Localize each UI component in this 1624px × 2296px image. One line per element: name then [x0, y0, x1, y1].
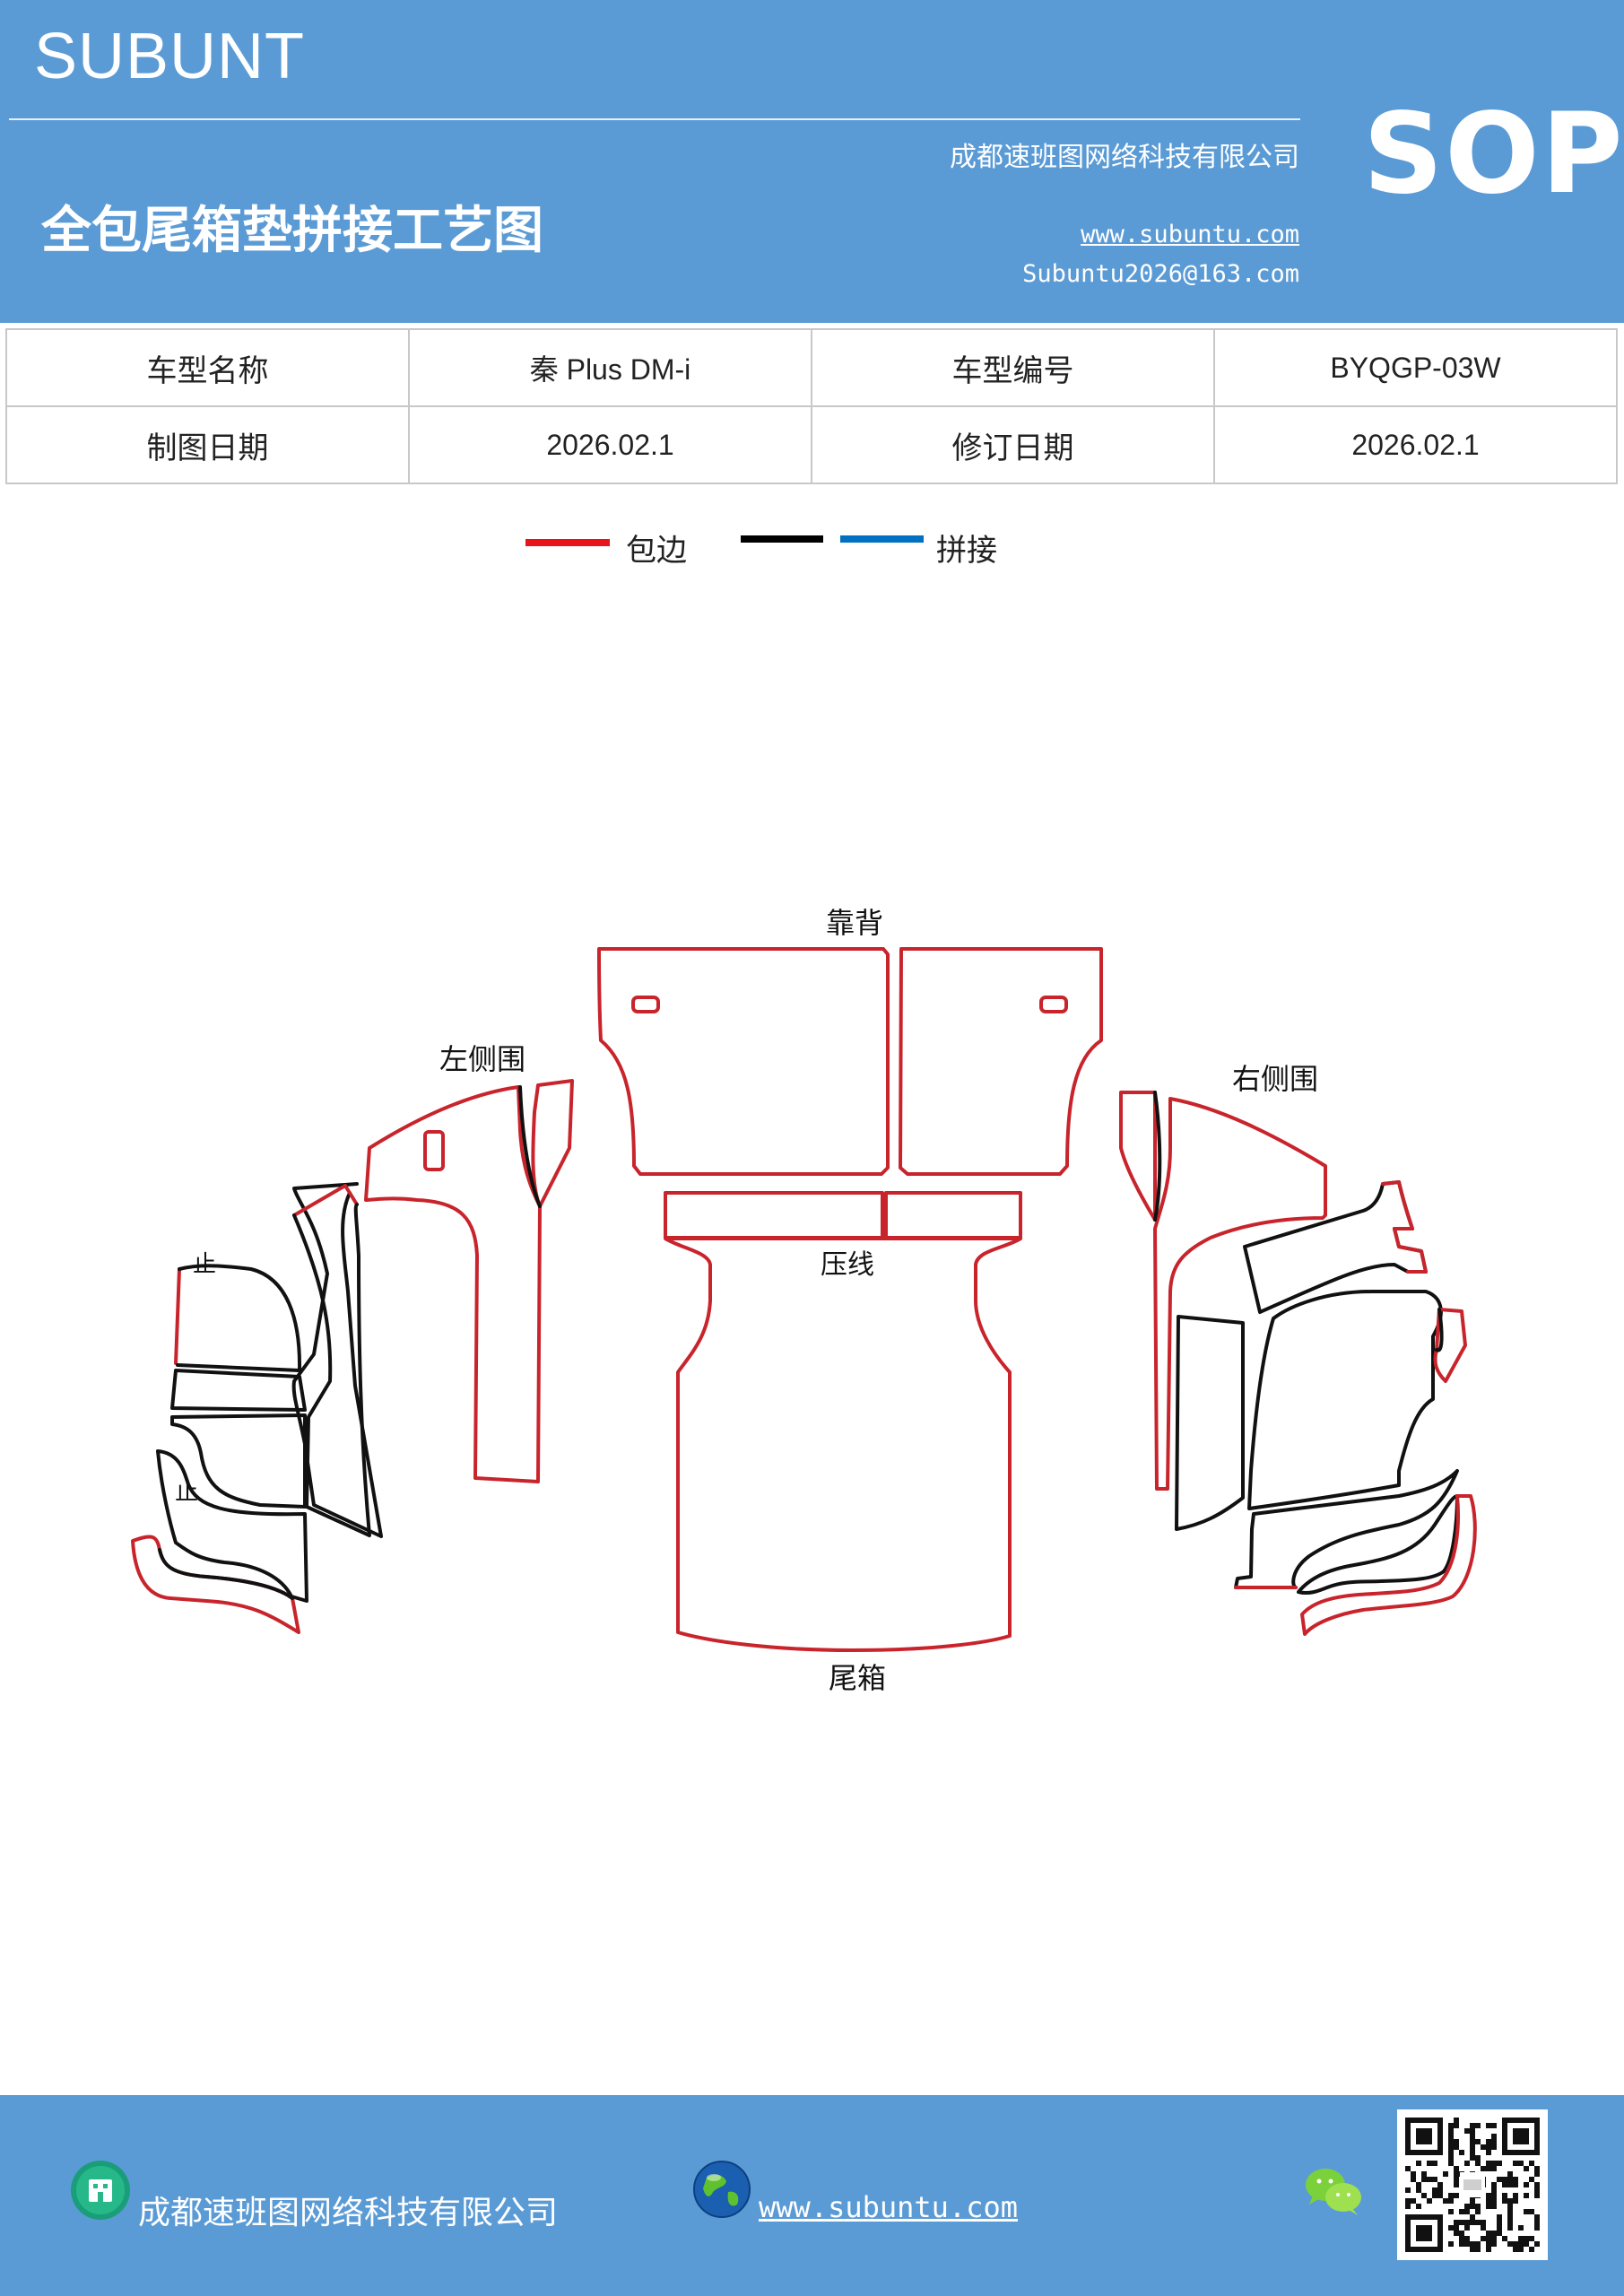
- legend-splice-label: 拼接: [936, 533, 997, 569]
- press-strip-right: [884, 1191, 1022, 1239]
- left-piece-a-edge: [174, 1267, 181, 1365]
- right-side-flap: [1119, 1091, 1157, 1222]
- left-piece-e: [131, 1535, 300, 1634]
- label-model-code: 车型编号: [811, 328, 1215, 407]
- backrest-right-panel: [899, 947, 1103, 1176]
- table-row: 车型名称 秦 Plus DM-i 车型编号 BYQGP-03W: [5, 328, 1618, 407]
- left-piece-b: [170, 1369, 307, 1412]
- header-divider: [9, 118, 1300, 120]
- footer-banner: 成都速班图网络科技有限公司 www.subuntu.com: [0, 2095, 1624, 2296]
- label-press-line: 压线: [821, 1249, 874, 1281]
- backrest-left-slot: [631, 996, 660, 1013]
- right-side-upper-panel: [1153, 1097, 1327, 1491]
- label-left-side: 左侧围: [439, 1042, 525, 1076]
- right-side-center-panel: [1247, 1290, 1443, 1510]
- building-icon: [71, 2161, 130, 2220]
- left-side-upper-panel: [364, 1085, 542, 1483]
- right-side-bottom-edge: [1300, 1494, 1477, 1636]
- right-side-left-panel: [1175, 1315, 1245, 1531]
- backrest-right-slot: [1039, 996, 1068, 1013]
- press-strip-left: [664, 1191, 884, 1239]
- label-model-name: 车型名称: [5, 328, 410, 407]
- left-side-curved-panel: [291, 1182, 383, 1538]
- left-piece-e-inner: [158, 1548, 294, 1600]
- label-draw-date: 制图日期: [5, 405, 410, 484]
- left-side-top-corner: [292, 1184, 359, 1217]
- label-stop-top: 止: [193, 1251, 216, 1278]
- sop-badge: SOP: [1363, 90, 1624, 219]
- qr-code: [1397, 2109, 1548, 2260]
- header-email: Subuntu2026@163.com: [1022, 260, 1299, 288]
- label-revision-date: 修订日期: [811, 405, 1215, 484]
- legend-edge-label: 包边: [626, 533, 687, 569]
- label-right-side: 右侧围: [1232, 1062, 1318, 1096]
- globe-icon: [693, 2161, 751, 2218]
- legend-edge-line: [525, 539, 610, 546]
- footer-company: 成都速班图网络科技有限公司: [138, 2195, 559, 2231]
- value-revision-date: 2026.02.1: [1213, 405, 1618, 484]
- header-banner: SUBUNT SOP 成都速班图网络科技有限公司 全包尾箱垫拼接工艺图 www.…: [0, 0, 1624, 323]
- left-side-seam: [518, 1085, 542, 1208]
- vehicle-info-table: 车型名称 秦 Plus DM-i 车型编号 BYQGP-03W 制图日期 202…: [5, 328, 1618, 484]
- left-side-flap: [531, 1079, 574, 1208]
- table-row: 制图日期 2026.02.1 修订日期 2026.02.1: [5, 405, 1618, 484]
- right-side-small-strip-inner: [1435, 1308, 1444, 1352]
- header-company: 成都速班图网络科技有限公司: [950, 142, 1299, 173]
- brand-name: SUBUNT: [34, 21, 306, 92]
- left-side-tall-strip: [292, 1203, 371, 1537]
- left-piece-c: [170, 1413, 307, 1509]
- label-trunk: 尾箱: [829, 1661, 886, 1695]
- right-side-angle-edge: [1381, 1180, 1428, 1274]
- left-piece-a: [176, 1264, 302, 1372]
- value-draw-date: 2026.02.1: [408, 405, 812, 484]
- footer-website-link[interactable]: www.subuntu.com: [759, 2190, 1018, 2224]
- left-side-slot: [423, 1130, 445, 1171]
- label-backrest: 靠背: [826, 906, 883, 940]
- wechat-icon: [1306, 2169, 1361, 2215]
- right-side-seam: [1153, 1091, 1162, 1222]
- legend-blue-line: [840, 535, 924, 543]
- value-model-name: 秦 Plus DM-i: [408, 328, 812, 407]
- label-stop-bottom: 止: [175, 1479, 198, 1506]
- value-model-code: BYQGP-03W: [1213, 328, 1618, 407]
- left-piece-d: [156, 1449, 308, 1603]
- backrest-left-panel: [597, 947, 890, 1176]
- header-website-link[interactable]: www.subuntu.com: [1081, 221, 1299, 248]
- legend-black-line: [741, 535, 823, 543]
- page-title: 全包尾箱垫拼接工艺图: [41, 202, 543, 260]
- right-side-bottom-piece: [1297, 1494, 1459, 1596]
- right-side-lower-panel: [1234, 1469, 1459, 1589]
- trunk-floor-panel: [664, 1237, 1022, 1652]
